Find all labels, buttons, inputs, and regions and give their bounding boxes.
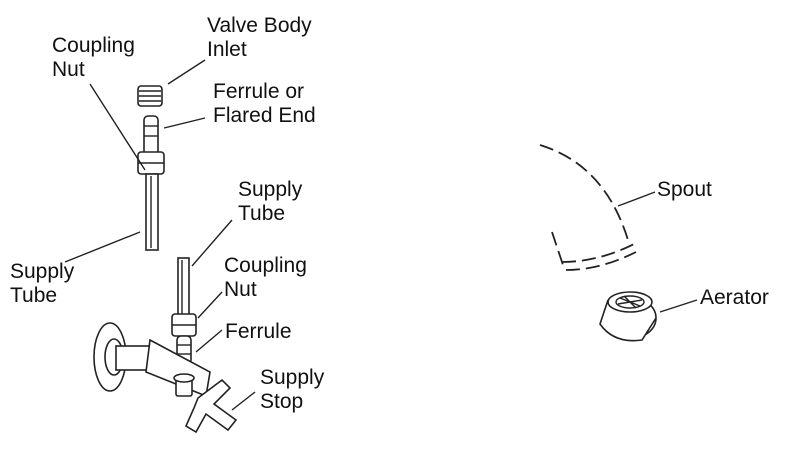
label-ferrule-or-flared-end: Ferrule or Flared End (213, 80, 316, 127)
label-supply-tube-mid: Supply Tube (238, 178, 303, 225)
label-spout: Spout (657, 178, 712, 201)
supply-stop-part (93, 322, 238, 434)
label-supply-tube-left: Supply Tube (10, 260, 75, 307)
label-aerator: Aerator (700, 286, 769, 309)
lower-supply-tube-part (171, 257, 197, 365)
label-valve-body-inlet: Valve Body Inlet (207, 14, 312, 61)
label-ferrule: Ferrule (225, 320, 292, 343)
valve-body-inlet-part (137, 85, 163, 107)
leader-lines (64, 59, 698, 411)
upper-supply-tube-part (137, 115, 165, 251)
aerator-part (599, 291, 657, 342)
label-coupling-nut-mid: Coupling Nut (224, 254, 307, 301)
spout-part (539, 144, 637, 271)
label-supply-stop: Supply Stop (260, 366, 325, 413)
label-coupling-nut-top: Coupling Nut (52, 34, 135, 81)
